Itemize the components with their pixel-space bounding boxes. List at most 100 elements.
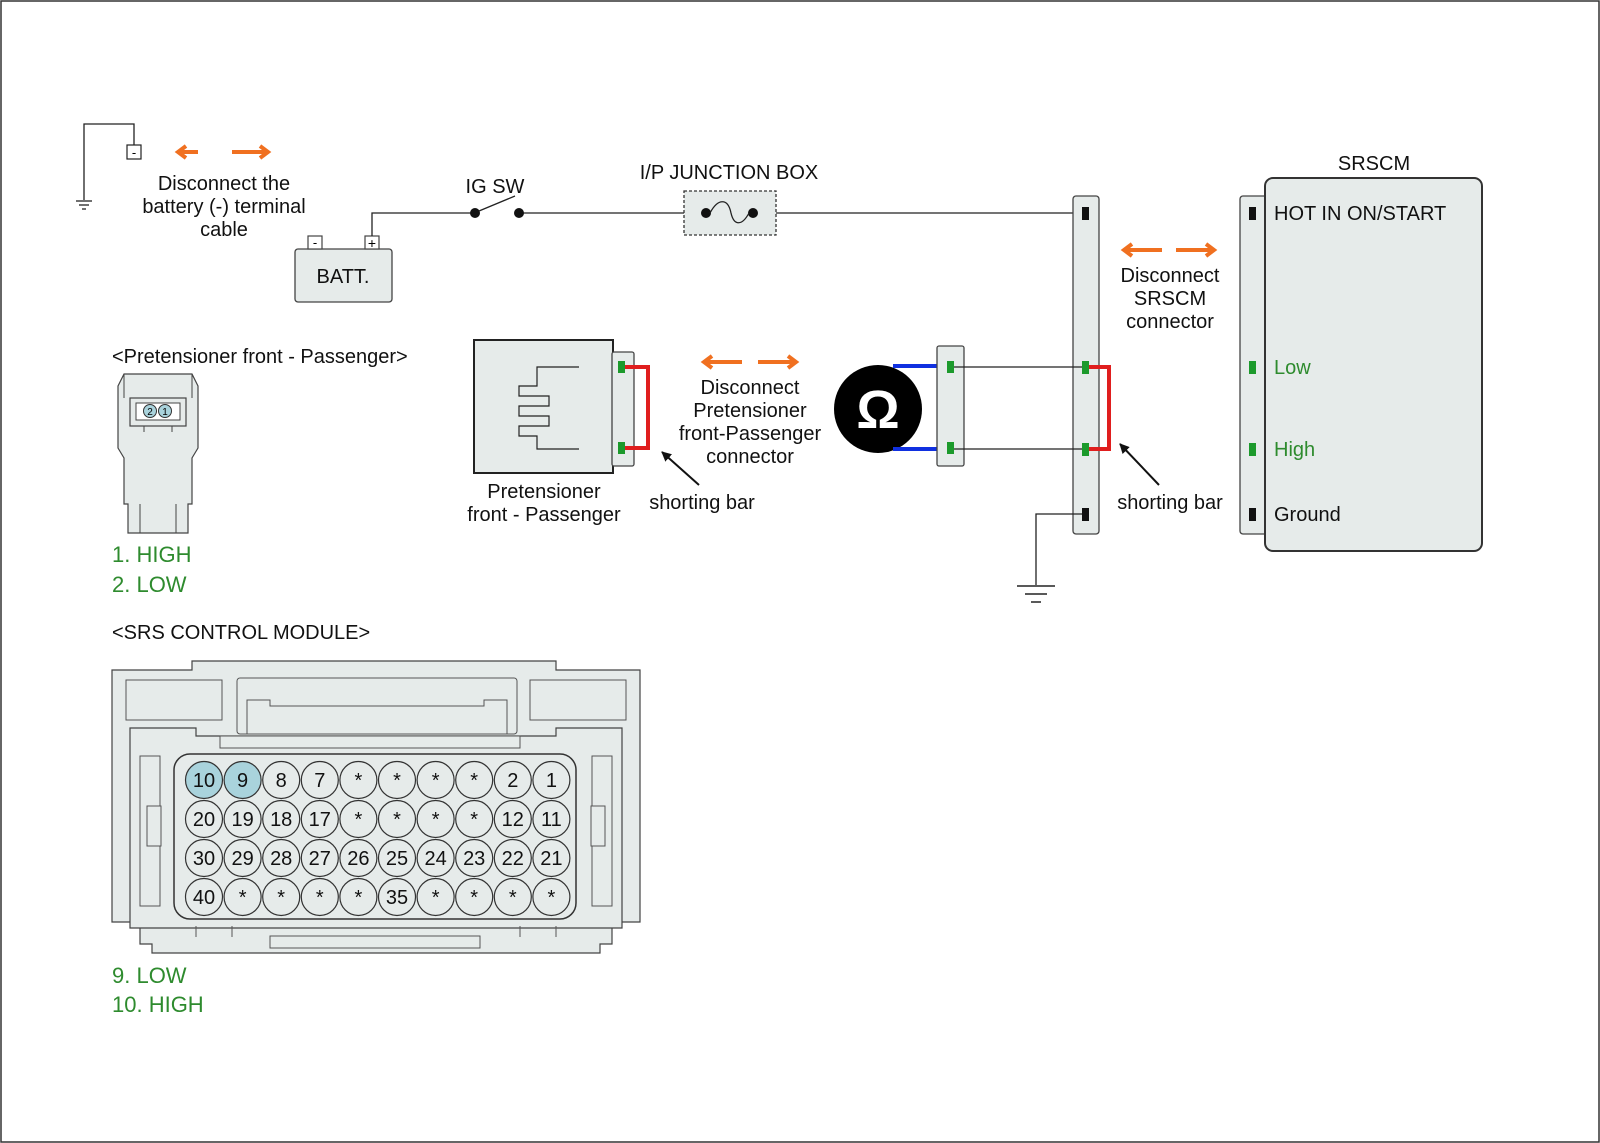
module-pin: 12 bbox=[493, 799, 532, 839]
module-pin: 28 bbox=[262, 838, 301, 878]
module-pin-label: * bbox=[470, 770, 478, 792]
module-pin: 1 bbox=[532, 760, 571, 800]
module-pin-label: 23 bbox=[463, 848, 485, 870]
module-pin-socket bbox=[377, 799, 417, 839]
module-pin-socket bbox=[184, 838, 224, 878]
shorting-bar-label-left: shorting bar bbox=[649, 492, 755, 514]
harness-terminal-high bbox=[1082, 443, 1089, 456]
junction-box bbox=[683, 190, 777, 236]
module-pin-label: * bbox=[509, 887, 517, 909]
module-pin: 27 bbox=[300, 838, 339, 878]
srscm-disconnect-line-3: connector bbox=[1126, 311, 1214, 333]
module-pin-label: 28 bbox=[270, 848, 292, 870]
pretensioner-name-line-1: Pretensioner bbox=[487, 481, 601, 503]
pretensioner-component bbox=[473, 339, 650, 474]
module-pin: * bbox=[532, 877, 571, 917]
module-pin-label: 1 bbox=[546, 770, 557, 792]
module-pin-socket bbox=[300, 877, 339, 917]
module-pin-label: * bbox=[432, 809, 440, 831]
module-pin-label: * bbox=[316, 887, 324, 909]
module-pin-label: * bbox=[393, 770, 401, 792]
module-pin-socket bbox=[184, 877, 224, 917]
junction-box-label: I/P JUNCTION BOX bbox=[640, 162, 819, 184]
module-pin: * bbox=[455, 799, 494, 839]
module-pin-label: 17 bbox=[309, 809, 331, 831]
module-pin: 26 bbox=[339, 838, 378, 878]
module-pin: 20 bbox=[184, 799, 224, 839]
module-pin-socket bbox=[300, 799, 339, 839]
shorting-bar-arrow-left bbox=[661, 451, 700, 486]
srscm-terminal-low bbox=[1249, 361, 1256, 374]
module-pin-socket bbox=[455, 877, 494, 917]
module-pin: 11 bbox=[532, 799, 571, 839]
module-pin-socket bbox=[223, 877, 262, 917]
module-pin-label: 26 bbox=[347, 848, 369, 870]
srscm-terminal-ground bbox=[1249, 508, 1256, 521]
pretensioner-disconnect-arrows bbox=[700, 354, 800, 370]
module-pin-label: 40 bbox=[193, 887, 215, 909]
module-pin-socket bbox=[262, 799, 301, 839]
pretensioner-connector-face: 2 1 bbox=[117, 373, 199, 534]
battery-disconnect-line-2: battery (-) terminal bbox=[142, 196, 305, 218]
module-legend-9: 9. LOW bbox=[112, 963, 187, 988]
module-pin-socket bbox=[184, 799, 224, 839]
module-pin-label: * bbox=[277, 887, 285, 909]
module-pin-socket bbox=[223, 838, 262, 878]
module-pin-socket bbox=[532, 838, 571, 878]
srscm-pin-low: Low bbox=[1274, 357, 1311, 379]
module-pin-label: 8 bbox=[276, 770, 287, 792]
module-pin-label: 29 bbox=[231, 848, 253, 870]
pretensioner-legend-2: 2. LOW bbox=[112, 572, 187, 597]
module-pin: * bbox=[339, 760, 378, 800]
module-pin-label: * bbox=[470, 887, 478, 909]
pretensioner-header: <Pretensioner front - Passenger> bbox=[112, 346, 408, 368]
module-pin: * bbox=[416, 877, 455, 917]
module-pin: 22 bbox=[493, 838, 532, 878]
module-pin: * bbox=[262, 877, 301, 917]
module-pin-socket bbox=[455, 799, 494, 839]
module-pin: 10 bbox=[184, 760, 224, 800]
module-pin-socket bbox=[455, 838, 494, 878]
battery-disconnect-line-3: cable bbox=[200, 219, 248, 241]
module-pin-label: * bbox=[432, 770, 440, 792]
module-pin: 18 bbox=[262, 799, 301, 839]
battery-ground: - bbox=[76, 123, 142, 210]
harness-terminal-power bbox=[1082, 207, 1089, 220]
srscm-disconnect-arrows bbox=[1120, 242, 1218, 258]
battery-minus: - bbox=[313, 235, 317, 250]
module-pin-socket bbox=[262, 877, 301, 917]
module-pin-socket bbox=[532, 799, 571, 839]
srscm-box bbox=[1264, 177, 1483, 552]
pretensioner-legend-1: 1. HIGH bbox=[112, 542, 191, 567]
module-pin-label: 9 bbox=[237, 770, 248, 792]
module-pin: * bbox=[300, 877, 339, 917]
module-pin-socket bbox=[493, 799, 532, 839]
module-pin: 30 bbox=[184, 838, 224, 878]
module-pin-socket bbox=[416, 877, 455, 917]
module-pin-socket bbox=[339, 877, 378, 917]
module-pin: * bbox=[339, 877, 378, 917]
srscm-disconnect-line-1: Disconnect bbox=[1121, 265, 1220, 287]
module-pin-socket bbox=[262, 760, 301, 800]
module-pin: * bbox=[455, 877, 494, 917]
module-pin-socket bbox=[377, 838, 417, 878]
module-pin-label: 20 bbox=[193, 809, 215, 831]
module-pin-socket bbox=[532, 760, 571, 800]
module-pin-socket bbox=[416, 760, 455, 800]
pretensioner-disconnect-line-1: Disconnect bbox=[701, 377, 800, 399]
module-pin: 23 bbox=[455, 838, 494, 878]
module-pin: * bbox=[223, 877, 262, 917]
module-pin-label: 25 bbox=[386, 848, 408, 870]
module-pin-socket bbox=[300, 838, 339, 878]
pretensioner-shorting-bar bbox=[625, 365, 650, 450]
srscm-pin-ground: Ground bbox=[1274, 504, 1341, 526]
srscm-title: SRSCM bbox=[1338, 153, 1410, 175]
srscm-pin-hot: HOT IN ON/START bbox=[1274, 203, 1446, 225]
module-pin: * bbox=[339, 799, 378, 839]
srscm-terminal-power bbox=[1249, 207, 1256, 220]
module-pin-label: 30 bbox=[193, 848, 215, 870]
module-pin: 7 bbox=[300, 760, 339, 800]
